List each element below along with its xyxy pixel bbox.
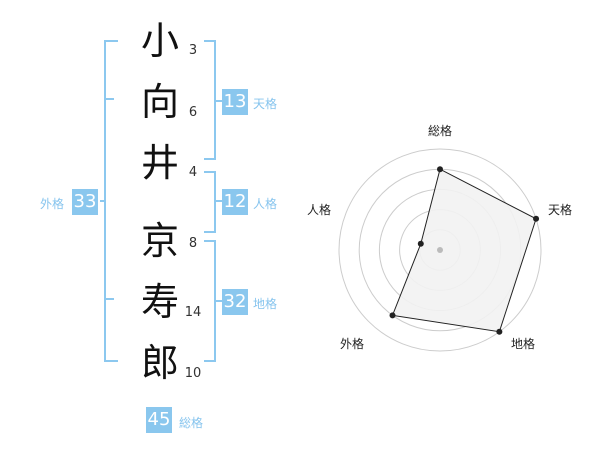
soukaku-label: 総格 [179,416,204,430]
radar-point-2 [533,215,540,222]
gaikaku-value-badge: 33 [72,189,98,215]
chikaku-value-badge: 32 [222,289,248,315]
radar-score-polygon [391,168,537,333]
gaikaku-label: 外格 [40,197,65,211]
radar-axis-label-jinkaku: 人格 [307,203,332,217]
stroke-count-2: 6 [188,105,198,120]
stroke-count-6: 10 [184,366,202,381]
jinkaku-connector [214,200,222,202]
jinkaku-label: 人格 [253,197,278,211]
radar-chart [338,148,542,352]
chikaku-connector [214,300,222,302]
soukaku-value-badge: 45 [146,407,172,433]
radar-point-4 [389,312,396,319]
radar-point-5 [417,240,424,247]
chikaku-label: 地格 [253,297,278,311]
tenkaku-value-badge: 13 [222,89,248,115]
radar-center-dot [437,247,443,253]
stroke-count-3: 4 [188,165,198,180]
gaikaku-bracket-tick-1 [104,98,114,100]
tenkaku-label: 天格 [253,97,278,111]
radar-axis-label-gaikaku: 外格 [340,337,365,351]
gaikaku-bracket-tick-2 [104,298,114,300]
gaikaku-connector [100,200,105,202]
radar-axis-label-chikaku: 地格 [511,337,536,351]
stroke-count-4: 8 [188,236,198,251]
stroke-count-1: 3 [188,43,198,58]
jinkaku-bracket [204,171,216,233]
radar-axis-label-soukaku: 総格 [428,124,453,138]
radar-axis-label-tenkaku: 天格 [548,203,573,217]
tenkaku-connector [214,100,222,102]
radar-point-1 [437,166,443,173]
jinkaku-value-badge: 12 [222,189,248,215]
name-char-5: 寿 [140,280,179,324]
name-char-6: 郎 [140,341,179,385]
gaikaku-bracket [104,40,118,362]
name-char-2: 向 [140,80,179,124]
stroke-count-5: 14 [184,305,202,320]
name-char-1: 小 [140,19,179,63]
name-char-4: 京 [140,219,179,263]
name-char-3: 井 [140,141,179,185]
radar-grid-ring [338,148,542,352]
radar-point-3 [496,328,503,335]
